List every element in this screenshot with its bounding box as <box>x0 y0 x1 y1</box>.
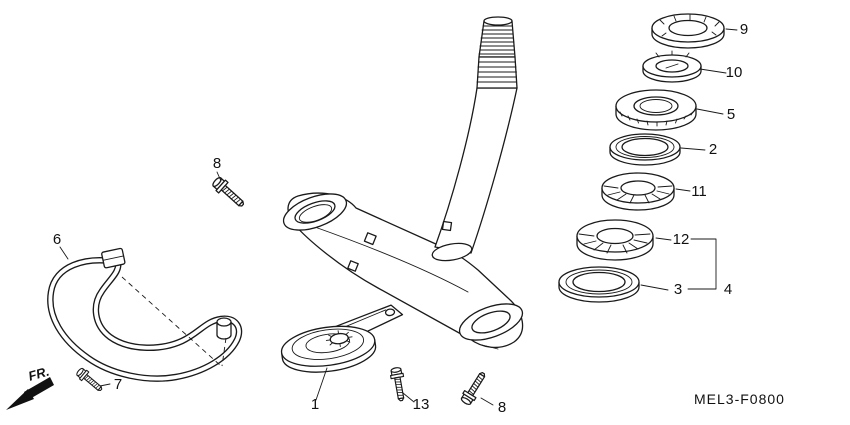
bottom-bridge <box>282 192 524 350</box>
upper-dust-seal-washer <box>609 133 681 166</box>
lock-washer <box>642 50 702 83</box>
callout-horn: 1 <box>311 396 319 413</box>
steering-lock-nut <box>651 13 725 49</box>
callout-horn-bolt: 13 <box>413 396 430 413</box>
steering-stem-pipe <box>431 16 518 262</box>
wire-guide-bolt <box>74 365 106 395</box>
wire-guide-band <box>47 247 243 382</box>
callout-upper-stem-bolt: 8 <box>213 155 221 172</box>
horn-star-washer <box>325 330 353 348</box>
upper-steering-bearing <box>601 172 675 211</box>
callout-lock-nut: 9 <box>740 21 748 38</box>
callout-upper-dust-seal: 2 <box>709 141 717 158</box>
wire-guide-clamp <box>101 247 126 269</box>
callout-guide-bolt: 7 <box>114 376 122 393</box>
bridge-left-boss <box>282 193 348 231</box>
lower-dust-seal <box>558 266 640 303</box>
callout-upper-bearing: 11 <box>691 183 707 200</box>
horn-assembly <box>280 304 404 373</box>
upper-stem-pinch-bolt <box>209 174 248 211</box>
fr-direction-marker: FR. <box>6 364 54 410</box>
callout-lower-bearing: 12 <box>673 231 690 248</box>
callout-lock-washer: 10 <box>726 64 743 81</box>
horn-mount-bolt <box>388 366 409 403</box>
lower-stem-pinch-bolt <box>458 369 490 408</box>
fr-label: FR. <box>27 364 51 384</box>
callout-wire-guide: 6 <box>53 231 61 248</box>
callout-lower-stem-bolt: 8 <box>498 399 506 416</box>
drawing-code: MEL3-F0800 <box>694 391 785 407</box>
callout-adjusting-nut: 5 <box>727 106 735 123</box>
bearing-adjusting-nut <box>615 89 697 131</box>
leader-lines <box>59 28 738 406</box>
wire-guide-collar <box>216 317 232 340</box>
bridge-right-boss <box>458 303 524 350</box>
lower-steering-bearing <box>576 219 654 261</box>
callout-bearing-set: 4 <box>724 281 732 298</box>
callout-lower-dust-seal: 3 <box>674 281 682 298</box>
